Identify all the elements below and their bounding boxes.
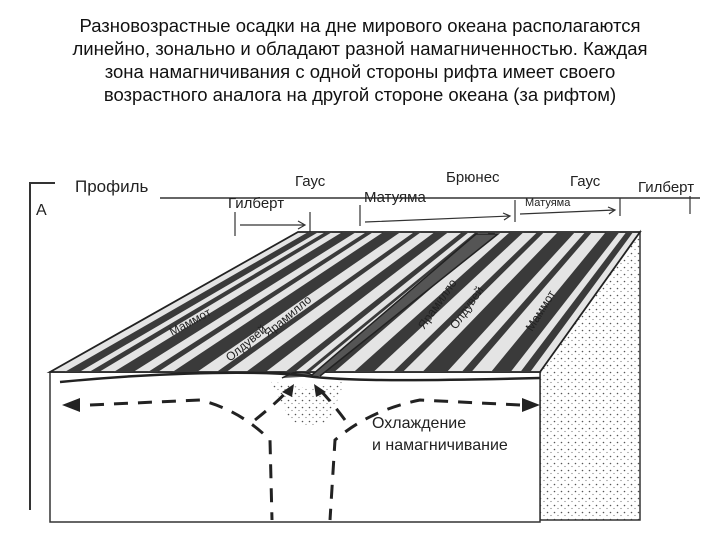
magnetic-stripe [353, 232, 524, 372]
brunhes-label: Брюнес [446, 169, 500, 186]
magnetic-stripe [64, 232, 319, 372]
scale-arrow [364, 212, 512, 223]
cooling-label-line1: Охлаждение [372, 415, 466, 432]
magnetic-stripe [422, 232, 576, 372]
magnetic-stripe [246, 232, 449, 372]
gilbert-right-label: Гилберт [638, 179, 694, 196]
caption-line: зона намагничивания с одной стороны рифт… [104, 61, 616, 82]
caption-line: Разновозрастные осадки на дне мирового о… [79, 15, 641, 36]
matuyama-left-label: Матуяма [364, 189, 426, 206]
magnetic-stripe [172, 232, 401, 372]
caption: Разновозрастные осадки на дне мирового о… [20, 14, 700, 106]
corner-label: А [36, 202, 47, 219]
magnetic-stripe [89, 232, 333, 372]
magnetic-stripe [520, 232, 634, 372]
scale-arrow [240, 220, 307, 230]
gaus-right-label: Гаус [570, 173, 601, 190]
rift-ridge [281, 233, 501, 379]
gaus-left-label: Гаус [295, 173, 326, 190]
magnetic-stripe [491, 232, 620, 372]
gilbert-left-label: Гилберт [228, 195, 284, 212]
scale-arrow [519, 206, 617, 215]
caption-line: возрастного аналога на другой стороне ок… [103, 84, 617, 105]
arrowhead [282, 384, 294, 397]
magnetic-stripes [64, 232, 634, 372]
convection-arrow-left [89, 398, 274, 521]
magnetic-stripe [285, 232, 469, 372]
matuyama-right-label: Матуяма [525, 197, 571, 209]
magnetic-stripe [216, 232, 422, 372]
upwelling-arrow-right [316, 386, 347, 421]
magnetic-stripe [304, 232, 480, 372]
magnetic-stripe [461, 232, 593, 372]
arrowhead [522, 398, 540, 412]
cooling-label-line2: и намагничивание [372, 437, 508, 454]
magnetic-stripe [393, 232, 545, 372]
profile-label: Профиль [75, 177, 149, 196]
arrowhead [62, 398, 80, 412]
arrowhead [314, 384, 326, 397]
convection-arrow-right [328, 398, 521, 521]
caption-line: линейно, зонально и обладают разной нама… [72, 38, 648, 59]
profile-frame [29, 182, 55, 510]
magnetic-stripe [148, 232, 374, 372]
magnetic-stripe [113, 232, 357, 372]
rift-wave [59, 371, 541, 384]
upwelling-arrow-left [254, 387, 292, 422]
